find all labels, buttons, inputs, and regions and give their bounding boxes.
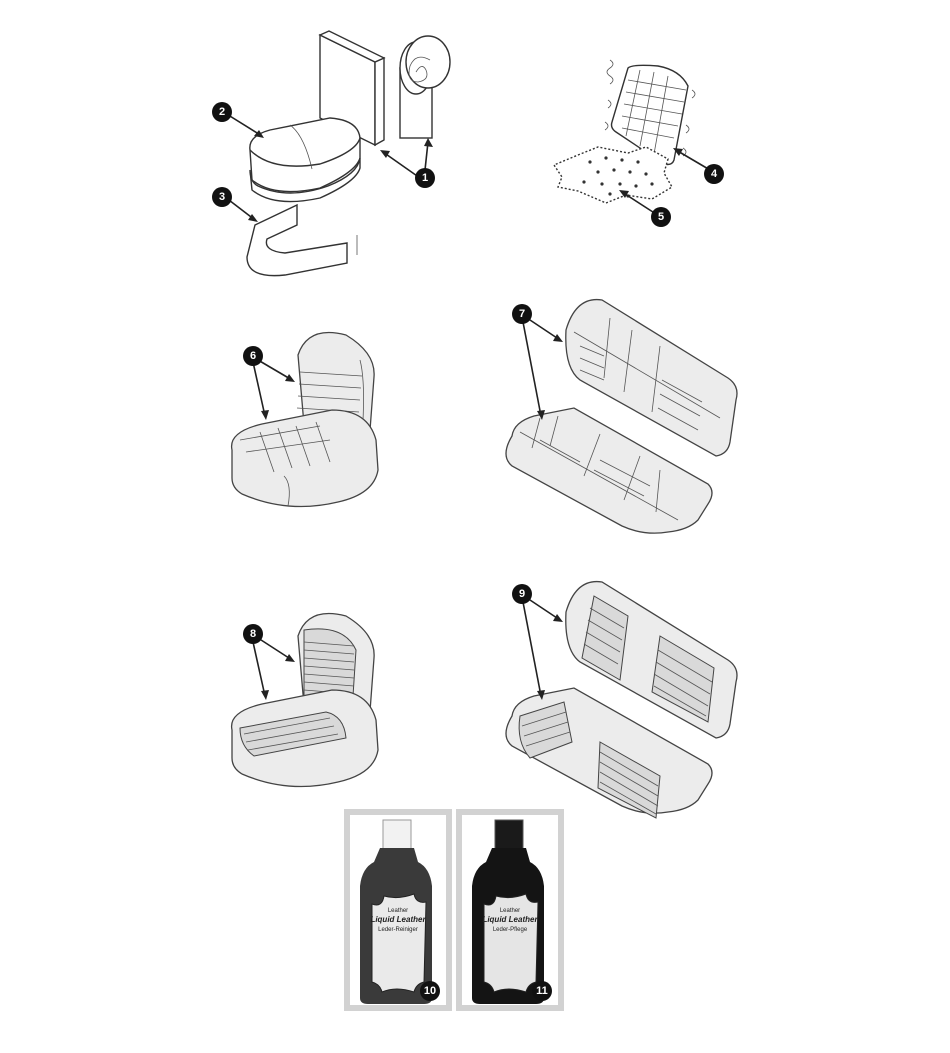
callout-10: 10 xyxy=(420,981,440,1001)
spring-parts xyxy=(552,59,711,215)
callout-11: 11 xyxy=(532,981,552,1001)
product-subname: Leder-Reiniger xyxy=(378,927,418,933)
arrowhead xyxy=(553,614,563,622)
product-leather-cleaner: Leather Liquid Leather Leder-Reiniger 10 xyxy=(344,809,452,1011)
spring-backrest xyxy=(604,59,696,166)
svg-text:2: 2 xyxy=(219,106,225,118)
leader-line-2 xyxy=(224,112,263,137)
svg-text:7: 7 xyxy=(519,308,525,320)
leader-line-6a xyxy=(257,359,293,381)
arrowhead xyxy=(553,334,563,342)
svg-text:1: 1 xyxy=(422,172,428,184)
callout-1: 1 xyxy=(415,168,435,188)
svg-text:9: 9 xyxy=(519,588,525,600)
arrowhead xyxy=(261,690,269,700)
leader-line-9b xyxy=(522,601,542,697)
leader-line-6b xyxy=(252,361,266,417)
svg-text:5: 5 xyxy=(658,211,664,223)
leather-label xyxy=(371,893,427,993)
arrowhead xyxy=(254,130,264,138)
callout-3: 3 xyxy=(212,187,232,207)
bottle-cap xyxy=(494,819,524,851)
arrowhead xyxy=(537,690,545,700)
callout-8: 8 xyxy=(243,624,263,644)
leader-line-8a xyxy=(257,637,293,661)
product-subname: Leder-Pflege xyxy=(493,927,528,933)
leader-line-1b xyxy=(424,141,429,171)
foam-roll xyxy=(399,35,451,139)
leader-line-5 xyxy=(621,191,657,215)
arrowhead xyxy=(261,410,269,420)
seat-cushion-parts xyxy=(224,30,451,277)
product-leather-conditioner: Leather Liquid Leather Leder-Pflege 11 xyxy=(456,809,564,1011)
product-brand: Leather xyxy=(388,908,408,914)
product-name: Liquid Leather xyxy=(370,915,426,924)
bucket-seat-plain xyxy=(230,331,379,508)
product-name: Liquid Leather xyxy=(482,915,538,924)
arrowhead xyxy=(619,190,629,198)
callout-5: 5 xyxy=(651,207,671,227)
leader-line-4 xyxy=(675,149,711,171)
leader-line-1a xyxy=(382,151,421,179)
svg-text:11: 11 xyxy=(536,985,548,997)
callout-6: 6 xyxy=(243,346,263,366)
arrowhead xyxy=(424,138,433,147)
seat-skirt xyxy=(246,203,358,277)
arrowhead xyxy=(248,214,258,222)
callout-7: 7 xyxy=(512,304,532,324)
leader-line-7b xyxy=(522,321,542,417)
arrowhead xyxy=(673,148,683,156)
arrowhead xyxy=(380,150,390,158)
callout-9: 9 xyxy=(512,584,532,604)
svg-text:6: 6 xyxy=(250,350,256,362)
svg-text:10: 10 xyxy=(424,985,436,997)
leader-line-9a xyxy=(526,597,561,621)
product-brand: Leather xyxy=(500,908,520,914)
spring-mat xyxy=(552,146,673,204)
bench-seat-plain xyxy=(505,298,738,534)
svg-text:4: 4 xyxy=(711,168,718,180)
leader-line-7a xyxy=(526,317,561,341)
bottle-cap xyxy=(382,819,412,851)
leather-label xyxy=(483,893,539,993)
svg-text:3: 3 xyxy=(219,191,225,203)
svg-text:8: 8 xyxy=(250,628,256,640)
bench-seat-ribbed xyxy=(505,580,738,819)
foam-panel xyxy=(318,30,386,147)
seat-cushion xyxy=(249,117,361,203)
bucket-seat-ribbed xyxy=(230,612,379,788)
arrowhead xyxy=(285,654,295,662)
arrowhead xyxy=(537,410,545,420)
arrowhead xyxy=(285,374,295,382)
callout-4: 4 xyxy=(704,164,724,184)
leader-line-8b xyxy=(252,641,266,697)
callout-2: 2 xyxy=(212,102,232,122)
